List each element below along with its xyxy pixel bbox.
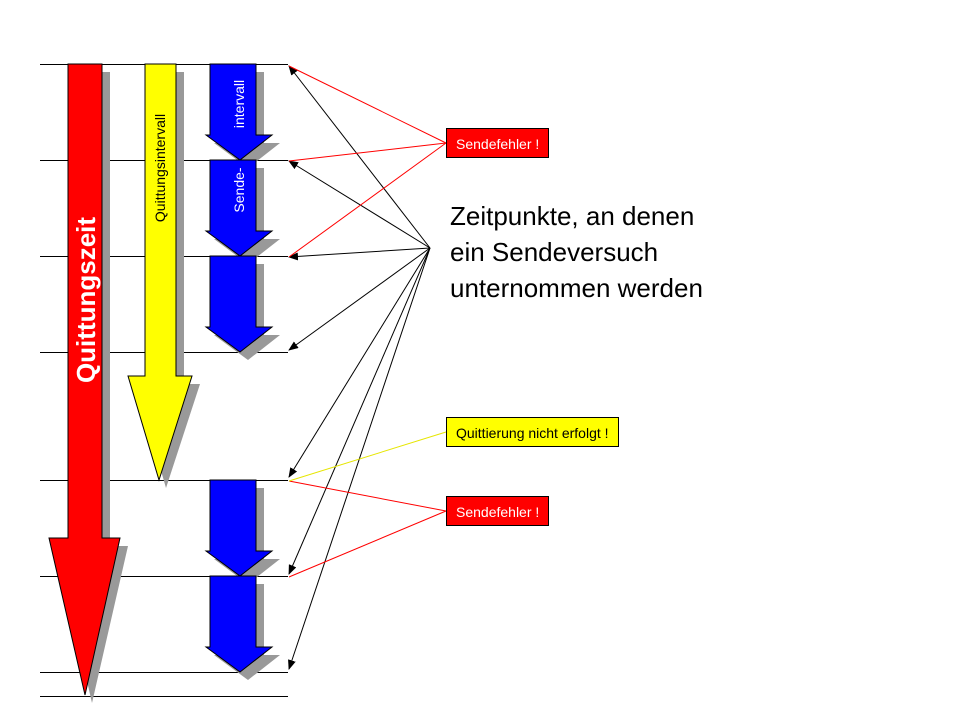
- sende-arrow: [204, 575, 274, 673]
- sendeintervall-arrows: [204, 63, 280, 680]
- quittungsintervall-arrow-body: [127, 63, 193, 482]
- headline: Zeitpunkte, an denen ein Sendeversuch un…: [450, 198, 703, 306]
- quittungsintervall-arrow: [127, 63, 200, 488]
- headline-line-2: ein Sendeversuch: [450, 237, 659, 267]
- ack-line: [288, 431, 447, 482]
- error-line: [288, 65, 447, 144]
- sende-arrow: [204, 159, 274, 257]
- quittungszeit-arrow: [48, 63, 128, 703]
- pointer-line: [288, 65, 431, 249]
- pointer-line: [288, 247, 431, 478]
- pointer-line: [288, 160, 431, 249]
- sendefehler-text-2: Sendefehler !: [456, 504, 540, 520]
- sendefehler-text-1: Sendefehler !: [456, 136, 540, 152]
- error-line: [288, 142, 447, 258]
- quittungszeit-label: Quittungszeit: [71, 217, 101, 383]
- sende-arrow: [204, 63, 274, 161]
- pointer-lines: [288, 65, 431, 670]
- sende-arrow: [204, 255, 274, 353]
- quittierung-callout: Quittierung nicht erfolgt !: [446, 417, 619, 447]
- sendefehler-callout-2: Sendefehler !: [446, 496, 550, 526]
- headline-line-1: Zeitpunkte, an denen: [450, 201, 695, 231]
- error-lines: [288, 65, 447, 578]
- pointer-line: [288, 247, 431, 575]
- headline-line-3: unternommen werden: [450, 273, 703, 303]
- error-line: [288, 142, 447, 162]
- quittierung-text: Quittierung nicht erfolgt !: [456, 425, 609, 441]
- error-line: [288, 480, 447, 512]
- error-line: [288, 510, 447, 578]
- quittungsintervall-label: Quittungsintervall: [152, 114, 168, 222]
- quittungszeit-arrow-body: [48, 63, 121, 696]
- pointer-line: [288, 247, 431, 261]
- sendefehler-callout-1: Sendefehler !: [446, 128, 550, 158]
- pointer-line: [288, 247, 431, 351]
- sende-arrow: [204, 479, 274, 577]
- sendeintervall-label-part2: intervall: [231, 80, 247, 128]
- sendeintervall-label-part1: Sende-: [231, 167, 247, 212]
